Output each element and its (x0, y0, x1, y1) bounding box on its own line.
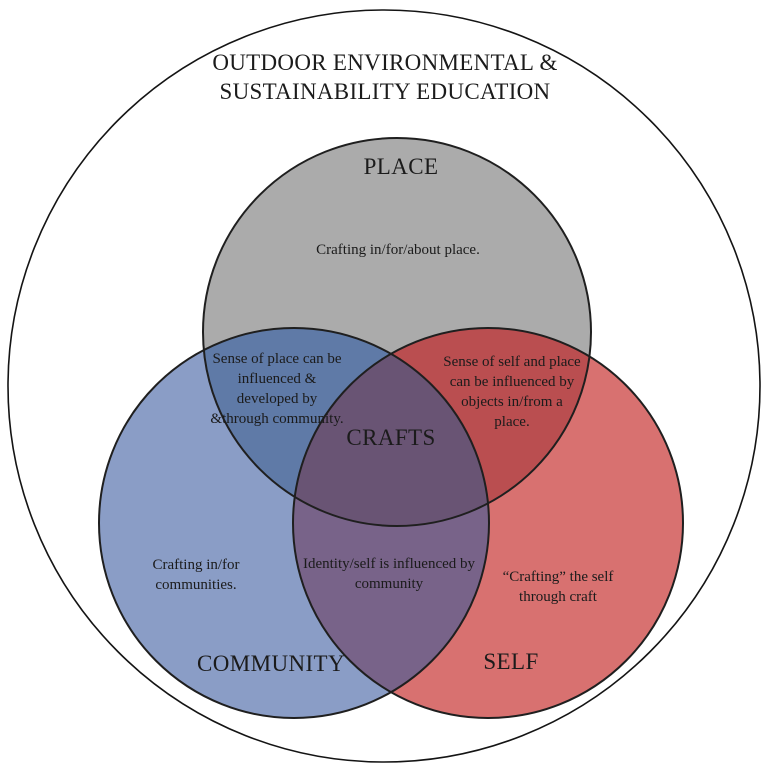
community-self-note: Identity/self is influenced by community (302, 556, 476, 592)
diagram-title-line-1: OUTDOOR ENVIRONMENTAL & (212, 50, 558, 75)
place-self-note: Sense of self and place can be influence… (443, 354, 581, 430)
diagram-title: OUTDOOR ENVIRONMENTAL & SUSTAINABILITY E… (212, 48, 557, 106)
self-circle-outline (292, 327, 684, 719)
community-circle-outline (98, 327, 490, 719)
place-label: PLACE (363, 154, 439, 179)
community-note: Crafting in/for communities. (152, 557, 240, 593)
place-note: Crafting in/for/about place. (316, 242, 480, 258)
crafts-center-label: CRAFTS (346, 425, 436, 450)
self-note: “Crafting” the self through craft (502, 569, 614, 605)
self-label: SELF (483, 649, 539, 674)
diagram-title-line-2: SUSTAINABILITY EDUCATION (219, 79, 551, 104)
place-community-note: Sense of place can be influenced & devel… (210, 351, 344, 427)
community-label: COMMUNITY (197, 651, 345, 676)
place-circle-outline (202, 137, 592, 527)
